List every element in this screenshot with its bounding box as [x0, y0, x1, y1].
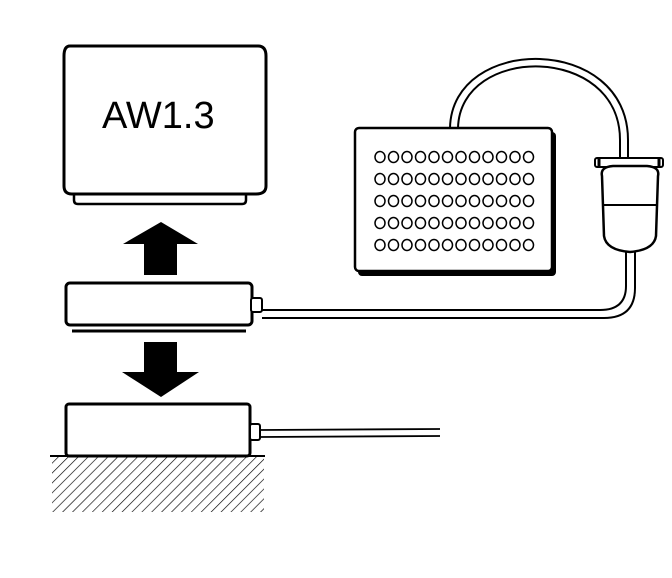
air-cell: [468, 172, 481, 186]
air-cell: [428, 194, 440, 208]
pump-hose-outer: [262, 252, 636, 319]
air-cell: [495, 216, 508, 230]
middle-pad-body: [64, 281, 254, 327]
top-device-body: [62, 44, 268, 196]
air-cell: [374, 216, 386, 230]
air-cell: [401, 194, 413, 208]
hand-pump-bulb-icon: [594, 157, 664, 254]
air-cell: [401, 150, 413, 164]
air-cell: [387, 150, 400, 164]
air-cell: [482, 194, 494, 208]
air-cell: [374, 172, 386, 186]
grid-panel: [353, 126, 554, 273]
air-cell: [482, 150, 494, 164]
air-cell: [401, 238, 413, 252]
air-cell: [414, 238, 427, 252]
top-device: AW1.3: [62, 44, 268, 206]
air-cell: [482, 216, 494, 230]
air-cell: [414, 194, 427, 208]
air-cell: [455, 194, 467, 208]
air-cell: [455, 172, 467, 186]
air-cell: [509, 172, 521, 186]
middle-pad: [64, 281, 263, 333]
air-cell: [522, 150, 535, 164]
air-cell: [522, 216, 535, 230]
air-cell: [387, 216, 400, 230]
air-cell: [495, 150, 508, 164]
pump-bulb-body: [600, 164, 660, 254]
air-cell: [522, 172, 535, 186]
air-cell: [414, 150, 427, 164]
device-label: AW1.3: [102, 95, 215, 137]
air-cell: [522, 238, 535, 252]
air-cell: [522, 194, 535, 208]
air-cell: [441, 172, 454, 186]
bottom-pad-connector: [249, 423, 261, 441]
pump-hose-inner: [262, 252, 627, 311]
air-cell: [509, 194, 521, 208]
air-cell: [428, 216, 440, 230]
arrow-up-icon: [123, 222, 198, 275]
air-cell: [441, 194, 454, 208]
bottom-pad-body: [64, 402, 252, 458]
air-cell: [428, 238, 440, 252]
air-cell: [455, 238, 467, 252]
air-cell: [495, 172, 508, 186]
air-cell-grid: [374, 150, 535, 252]
air-cell: [428, 172, 440, 186]
air-cell: [468, 150, 481, 164]
hatched-surface-icon: [52, 456, 264, 512]
arrow-down-icon: [122, 342, 199, 397]
air-cell: [428, 150, 440, 164]
air-cell: [441, 150, 454, 164]
air-cell: [387, 194, 400, 208]
bottom-pad-cable: [259, 428, 441, 431]
tube-loop: [449, 58, 629, 162]
air-cell: [482, 238, 494, 252]
air-cell: [509, 150, 521, 164]
air-cell: [441, 238, 454, 252]
air-cell: [468, 238, 481, 252]
bottom-pad: [64, 402, 441, 458]
air-cell: [441, 216, 454, 230]
air-cell: [374, 238, 386, 252]
air-cell: [509, 238, 521, 252]
air-cell: [374, 194, 386, 208]
air-cell: [468, 194, 481, 208]
air-cell: [387, 238, 400, 252]
air-cell-grid-icon: [353, 126, 556, 276]
air-cell: [509, 216, 521, 230]
air-cell: [387, 172, 400, 186]
middle-pad-connector: [250, 297, 263, 313]
air-cell: [495, 238, 508, 252]
air-cell: [468, 216, 481, 230]
air-cell: [482, 172, 494, 186]
air-cell: [455, 216, 467, 230]
air-cell: [495, 194, 508, 208]
air-cell: [401, 216, 413, 230]
tube-loop-inner: [457, 65, 621, 162]
air-cell: [414, 216, 427, 230]
air-cell: [401, 172, 413, 186]
air-cell: [374, 150, 386, 164]
air-cell: [414, 172, 427, 186]
air-cell: [455, 150, 467, 164]
